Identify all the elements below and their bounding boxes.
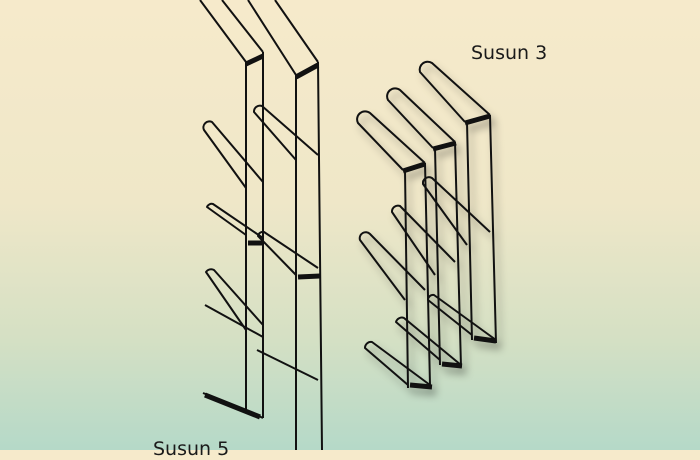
wire-rack-illustration (199, 0, 497, 450)
rack-3-frame-2 (386, 87, 463, 369)
rack-5-frame-back (247, 0, 323, 450)
rack-5-tier (199, 0, 323, 450)
rack-3-label: Susun 3 (471, 42, 548, 64)
rack-5-frame-front (199, 0, 265, 420)
rack-3-frame-3 (418, 60, 497, 344)
rack-5-label: Susun 5 (153, 438, 230, 460)
rack-3-tier (356, 60, 497, 390)
rack-3-frame-1 (356, 110, 433, 390)
